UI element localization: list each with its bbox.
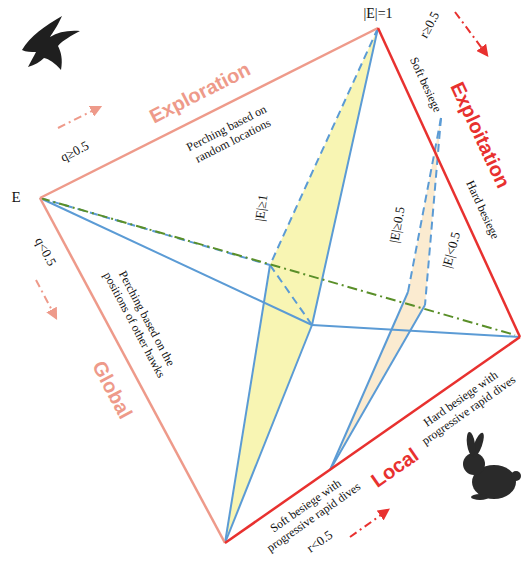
rabbit-tail: [511, 471, 521, 481]
strategy-label: Hard besiege with progressive rapid dive…: [409, 360, 521, 450]
rabbit-foot: [471, 494, 489, 500]
yellow-plane: [225, 28, 378, 543]
vertex-label: E: [11, 189, 20, 206]
strategy-label: Soft besiege: [406, 55, 443, 114]
blue-line: [225, 265, 270, 543]
green-dashdot-line: [40, 198, 515, 335]
condition-label: r≥0.5: [417, 9, 443, 40]
inner-lines: [40, 28, 520, 543]
condition-label: q≥0.5: [58, 139, 91, 166]
threshold-label: |E|=1: [363, 6, 392, 22]
direction-arrow: [36, 280, 56, 318]
blue-dashed-line: [270, 28, 378, 265]
blue-dashed-line: [270, 265, 312, 325]
threshold-label: |E|<0.5: [440, 230, 464, 269]
rabbit-icon: [463, 431, 521, 500]
exploitation-edge: [378, 28, 520, 337]
phase-title: Global: [87, 357, 137, 423]
blue-line: [312, 28, 378, 325]
hawk-icon: [22, 16, 80, 70]
condition-label: q<0.5: [31, 235, 58, 269]
direction-arrow: [58, 107, 100, 128]
blue-line: [40, 198, 312, 325]
condition-label: r<0.5: [304, 528, 335, 556]
local-edge: [225, 337, 520, 543]
phase-title: Exploitation: [445, 78, 514, 191]
blue-dashed-line: [408, 118, 441, 292]
exploration-edge: [40, 28, 378, 198]
threshold-label: |E|≥1: [253, 194, 272, 223]
global-edge: [40, 198, 225, 543]
phase-title: Local: [367, 444, 423, 493]
rabbit-ear: [465, 432, 476, 457]
threshold-label: |E|≥0.5: [387, 206, 408, 245]
direction-arrow: [350, 510, 388, 537]
direction-arrow: [455, 12, 487, 55]
